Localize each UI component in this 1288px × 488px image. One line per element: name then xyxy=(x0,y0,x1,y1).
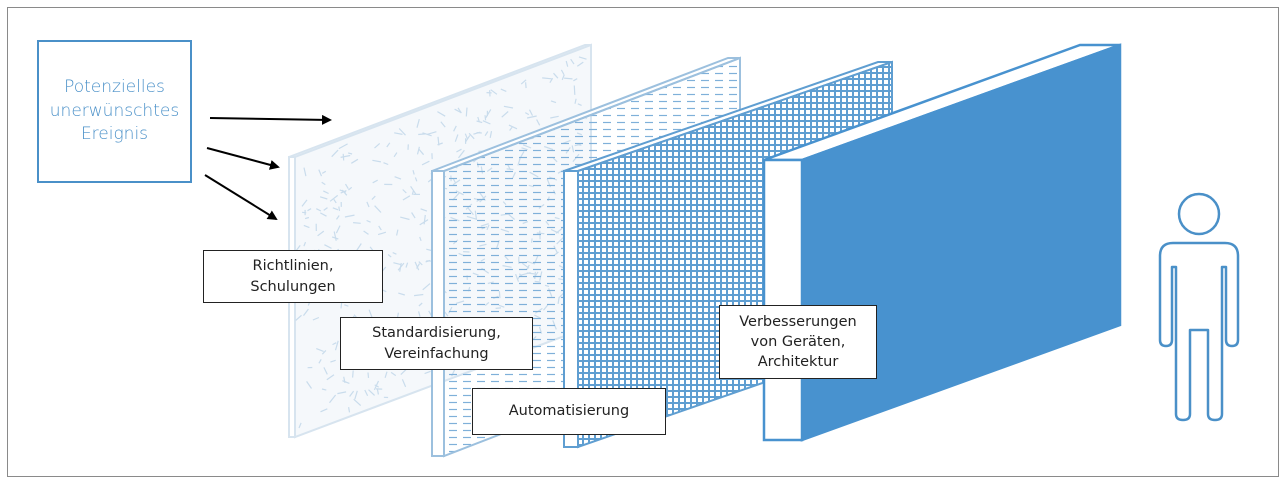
source-event-box: Potenzielles unerwünschtes Ereignis xyxy=(37,40,192,183)
person-icon xyxy=(1158,192,1240,422)
layer-4-label: Verbesserungen von Geräten, Architektur xyxy=(719,305,877,379)
source-event-label: Potenzielles unerwünschtes Ereignis xyxy=(49,77,180,145)
layer-3-label-text: Automatisierung xyxy=(508,403,630,420)
arrow-right-icon xyxy=(209,114,332,125)
arrow-right-icon xyxy=(206,147,280,170)
layer-2-label: Standardisierung, Vereinfachung xyxy=(340,317,533,370)
layer-4-label-text: Verbesserungen von Geräten, Architektur xyxy=(739,313,857,371)
layer-3-label: Automatisierung xyxy=(472,388,666,435)
layer-1-label-text: Richtlinien, Schulungen xyxy=(250,258,336,295)
layer-4-block xyxy=(762,43,1122,442)
layer-1-label: Richtlinien, Schulungen xyxy=(203,250,383,303)
arrow-right-icon xyxy=(204,174,278,221)
layer-2-label-text: Standardisierung, Vereinfachung xyxy=(372,325,501,362)
